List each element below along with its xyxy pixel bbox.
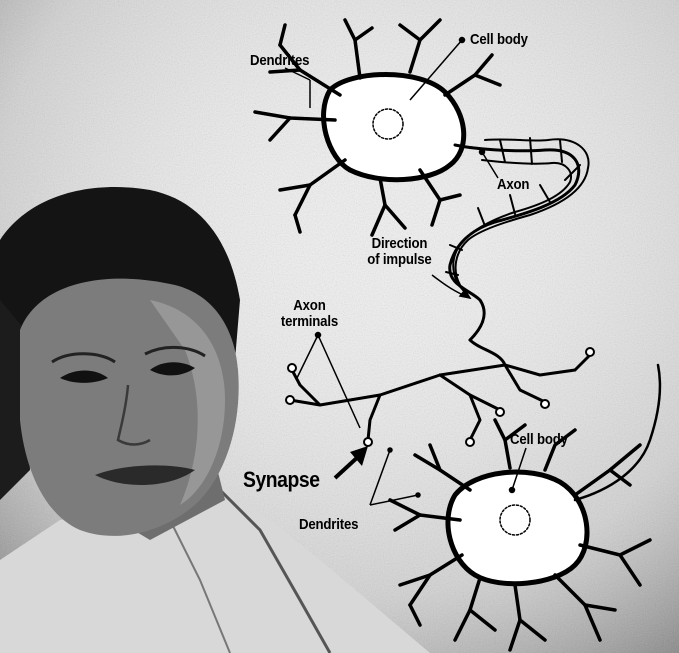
label-cell-body-top: Cell body xyxy=(470,32,528,48)
label-axon-terminals: Axon terminals xyxy=(276,298,343,330)
label-direction-line2: of impulse xyxy=(366,252,433,268)
bottom-nucleus xyxy=(500,505,530,535)
label-direction-line1: Direction xyxy=(366,236,433,252)
label-synapse: Synapse xyxy=(243,468,320,492)
label-dendrites-top: Dendrites xyxy=(250,53,309,69)
label-cell-body-bottom: Cell body xyxy=(510,432,568,448)
label-axon: Axon xyxy=(497,177,529,193)
label-direction-of-impulse: Direction of impulse xyxy=(366,236,433,268)
label-axon-terminals-line1: Axon xyxy=(276,298,343,314)
top-nucleus xyxy=(373,109,403,139)
label-dendrites-bottom: Dendrites xyxy=(299,517,358,533)
label-axon-terminals-line2: terminals xyxy=(276,314,343,330)
